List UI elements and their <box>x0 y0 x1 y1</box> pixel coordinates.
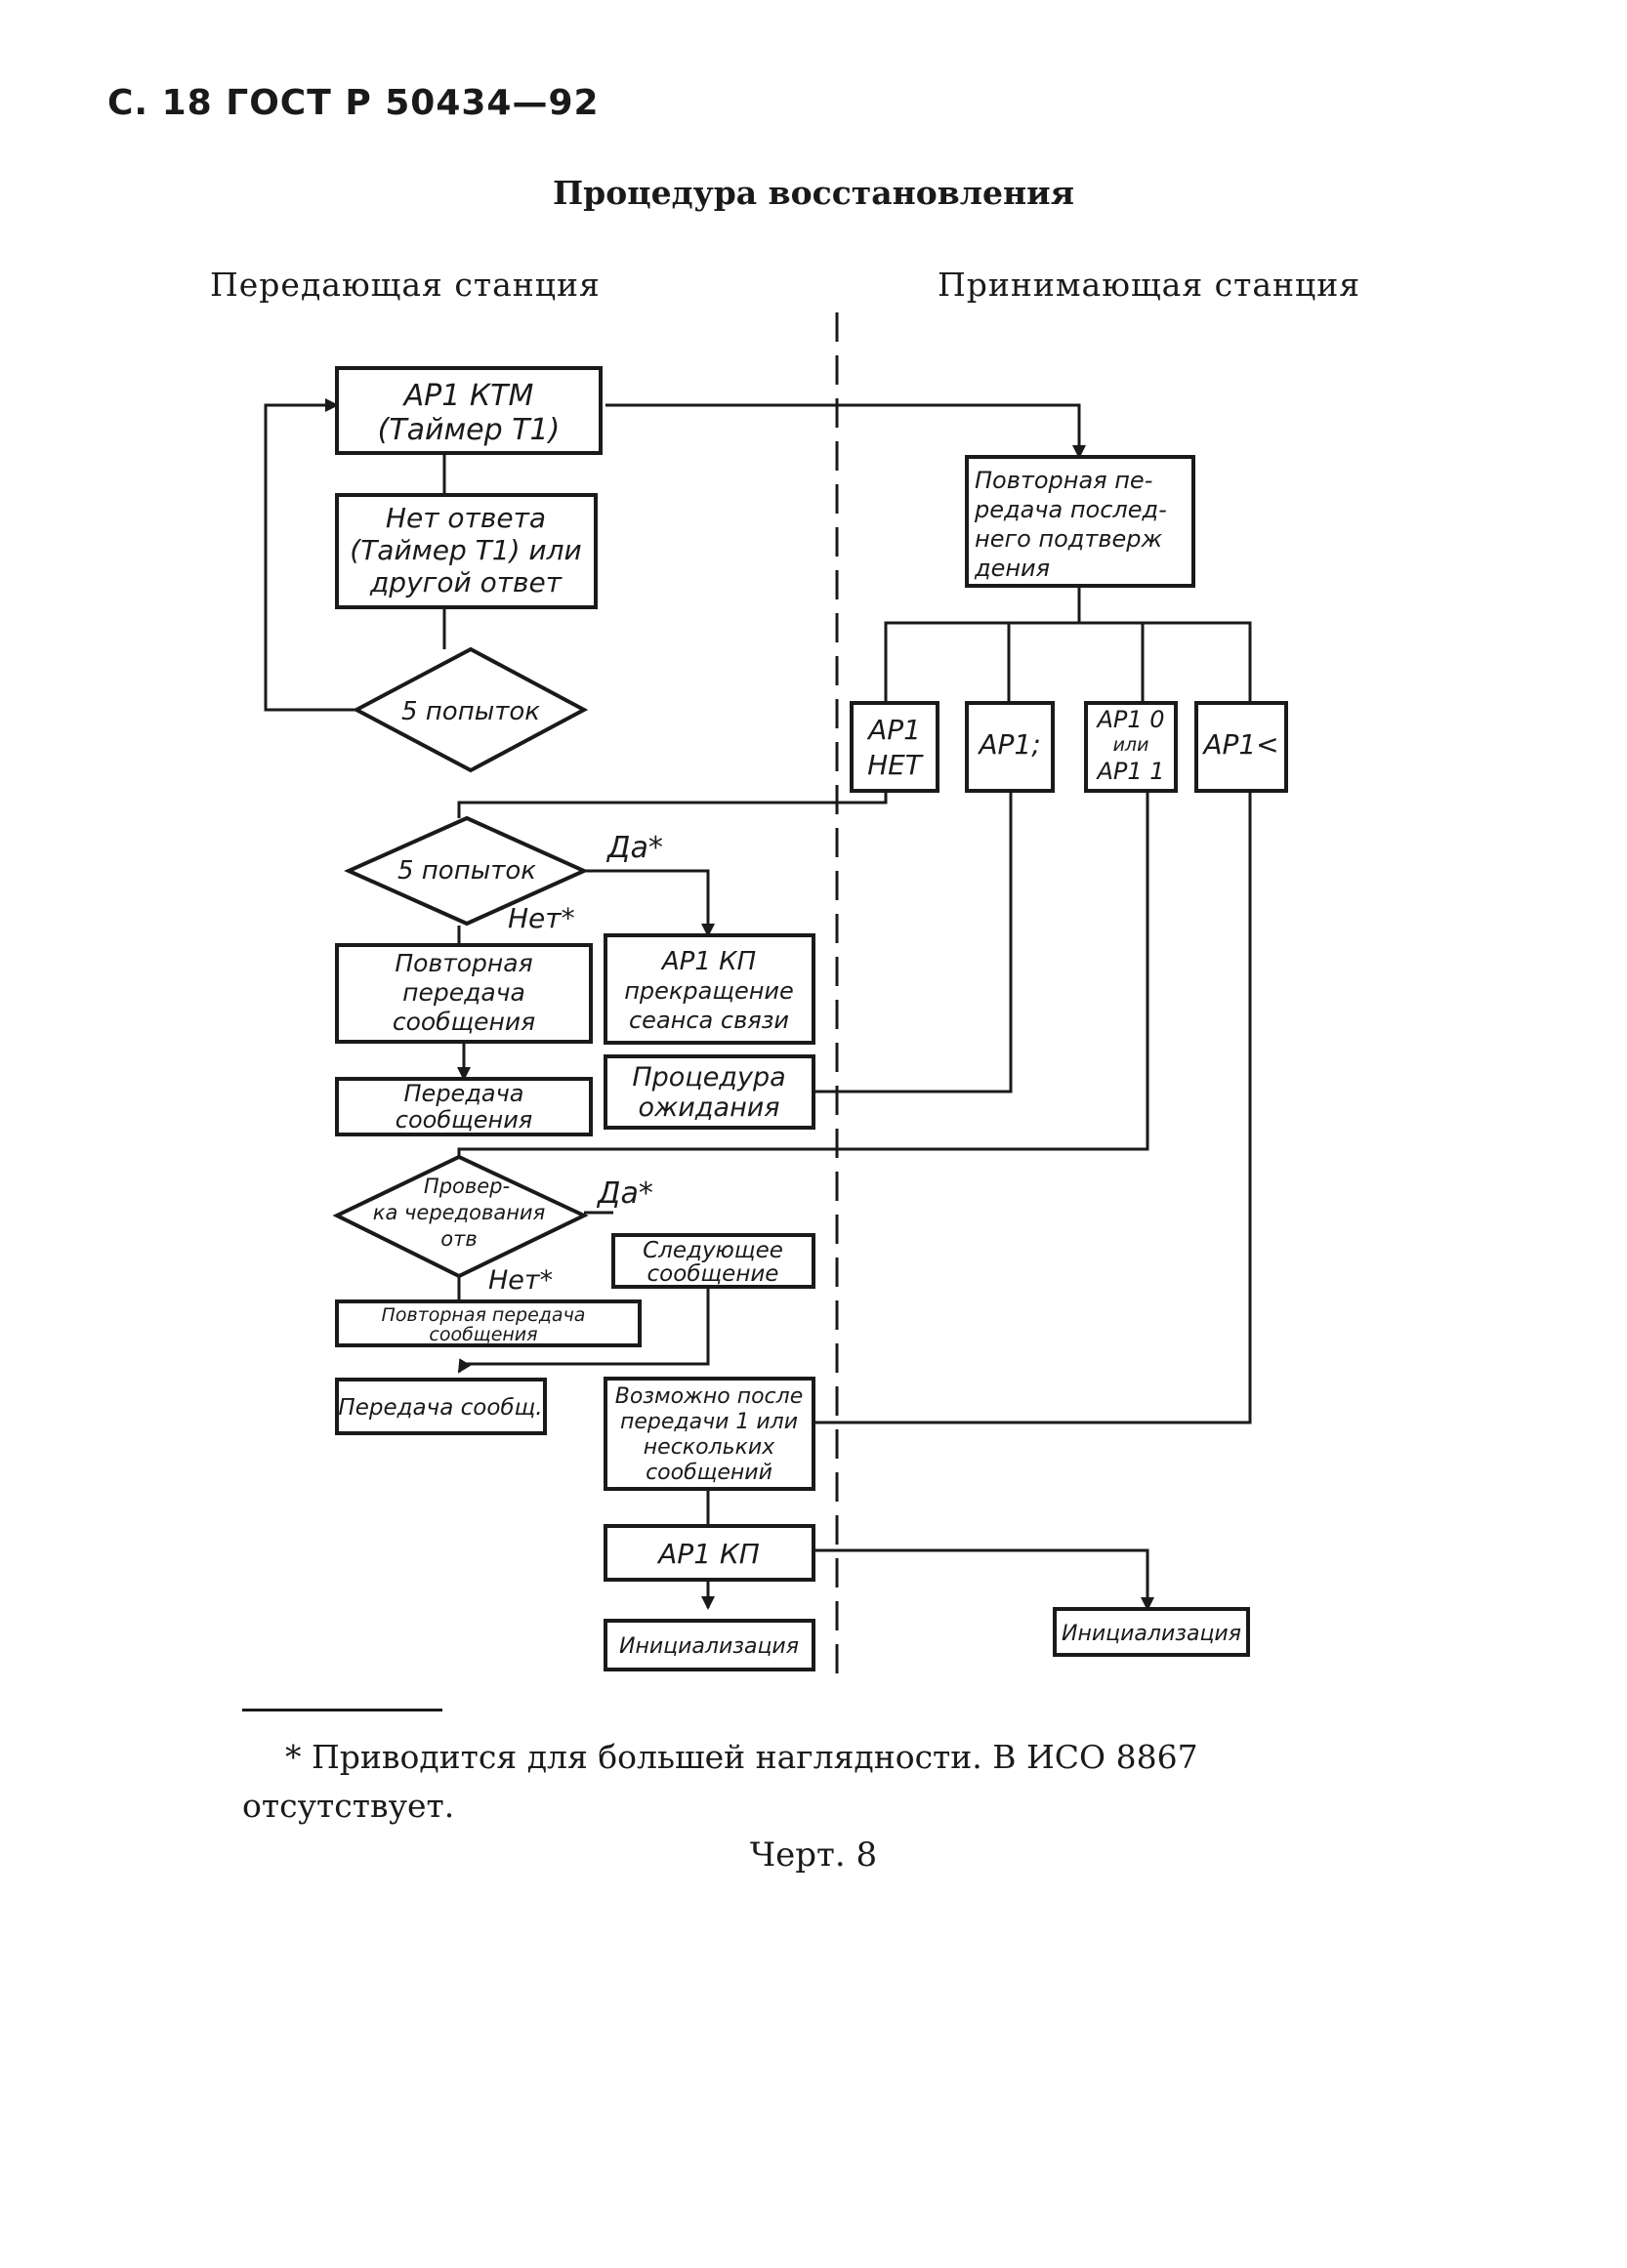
ap1-net-line-2: НЕТ <box>867 749 924 781</box>
retransmit-ack-box: Повторная пе- редача послед- него подтве… <box>965 455 1195 588</box>
retransmit-ack-line-3: него подтверж <box>975 525 1162 553</box>
possible-after-line-1: Возможно после <box>615 1384 804 1409</box>
response-ap1-net-box: AP1 НЕТ <box>850 701 939 793</box>
transmit-msg-2-label: Передача сообщ. <box>338 1395 542 1421</box>
possible-after-line-4: сообщений <box>646 1461 772 1485</box>
retransmit-msg-line-2: передача <box>402 978 525 1007</box>
ap1-0-or-1-line-2: или <box>1113 734 1149 756</box>
ap1-kp-stop-box: AP1 КП прекращение сеанса связи <box>604 933 815 1045</box>
transmit-msg-1-line-2: сообщения <box>396 1106 532 1134</box>
alt-check-line-3: отв <box>440 1227 477 1251</box>
alt-check-line-1: Провер- <box>424 1175 510 1198</box>
retransmit-msg-line-3: сообщения <box>393 1008 535 1036</box>
retransmit-ack-line-1: Повторная пе- <box>975 467 1152 494</box>
retransmit-ack-line-2: редача послед- <box>974 496 1167 523</box>
possible-after-line-2: передачи 1 или <box>620 1410 798 1434</box>
ktm-line-1: AP1 КТМ <box>402 379 534 413</box>
attempts-2-label: 5 попыток <box>397 856 536 886</box>
response-ap1-lt-box: AP1< <box>1194 701 1288 793</box>
ap1-kp-stop-line-1: AP1 КП <box>660 947 756 976</box>
wait-procedure-box: Процедура ожидания <box>604 1054 815 1130</box>
yes-label-2: Да* <box>596 1176 653 1211</box>
init-right-label: Инициализация <box>1062 1622 1241 1646</box>
response-ap1-semicolon-box: AP1; <box>965 701 1055 793</box>
possible-after-box: Возможно после передачи 1 или нескольких… <box>604 1377 815 1491</box>
retransmit-message-box: Повторная передача сообщения <box>335 943 593 1044</box>
attempts-1-label: 5 попыток <box>401 697 540 726</box>
wait-proc-line-2: ожидания <box>638 1093 779 1123</box>
transmit-msg-1-line-1: Передача <box>404 1080 524 1107</box>
retransmit-msg2-line-1: Повторная передача <box>382 1304 586 1326</box>
ap1-net-line-1: AP1 <box>866 714 921 746</box>
retransmit-msg2-line-2: сообщения <box>429 1324 537 1345</box>
ktm-box: AP1 КТМ (Таймер Т1) <box>335 366 603 455</box>
ap1-kp-stop-line-2: прекращение <box>624 977 794 1005</box>
attempts-diamond-2: 5 попыток <box>344 815 589 927</box>
response-ap1-0-or-1-box: AP1 0 или AP1 1 <box>1084 701 1178 793</box>
possible-after-line-3: нескольких <box>644 1435 775 1460</box>
ap1-lt-label: AP1< <box>1201 728 1278 761</box>
no-label-1: Нет* <box>508 902 575 934</box>
transmit-message-box-1: Передача сообщения <box>335 1077 593 1136</box>
ap1-kp-stop-line-3: сеанса связи <box>629 1007 789 1034</box>
ktm-line-2: (Таймер Т1) <box>378 413 561 447</box>
init-left-label: Инициализация <box>619 1634 799 1659</box>
wait-proc-line-1: Процедура <box>632 1062 785 1093</box>
receiving-station-label: Принимающая станция <box>938 266 1361 304</box>
transmit-message-box-2: Передача сообщ. <box>335 1378 547 1435</box>
attempts-diamond-1: 5 попыток <box>352 646 589 773</box>
yes-label-1: Да* <box>605 831 663 865</box>
footnote: * Приводится для большей наглядности. В … <box>242 1738 1198 1825</box>
next-msg-line-2: сообщение <box>647 1261 779 1287</box>
no-response-line-1: Нет ответа <box>386 502 546 534</box>
init-left-box: Инициализация <box>604 1619 815 1671</box>
next-msg-line-1: Следующее <box>643 1238 783 1263</box>
figure-caption: Черт. 8 <box>749 1835 878 1875</box>
ap1-0-or-1-line-1: AP1 0 <box>1095 706 1164 733</box>
diagram-title: Процедура восстановления <box>552 174 1074 212</box>
retransmit-message-box-2: Повторная передача сообщения <box>335 1299 642 1347</box>
ap1-0-or-1-line-3: AP1 1 <box>1095 758 1164 785</box>
no-label-2: Нет* <box>488 1265 553 1296</box>
alt-check-line-2: ка чередования <box>373 1201 545 1224</box>
alternation-check-diamond: Провер- ка чередования отв <box>332 1154 589 1279</box>
init-right-box: Инициализация <box>1053 1607 1250 1657</box>
no-response-line-3: другой ответ <box>369 566 563 598</box>
retransmit-ack-line-4: дения <box>974 555 1050 582</box>
no-response-line-2: (Таймер Т1) или <box>350 534 581 566</box>
ap1-kp-label: AP1 КП <box>656 1538 760 1570</box>
ap1-semicolon-label: AP1; <box>977 728 1040 761</box>
transmitting-station-label: Передающая станция <box>210 266 601 304</box>
page-header: С. 18 ГОСТ Р 50434—92 <box>107 83 600 123</box>
retransmit-msg-line-1: Повторная <box>395 949 532 977</box>
ap1-kp-box: AP1 КП <box>604 1524 815 1582</box>
footnote-rule <box>242 1709 442 1711</box>
no-response-box: Нет ответа (Таймер Т1) или другой ответ <box>335 493 598 609</box>
next-message-box: Следующее сообщение <box>611 1233 815 1289</box>
